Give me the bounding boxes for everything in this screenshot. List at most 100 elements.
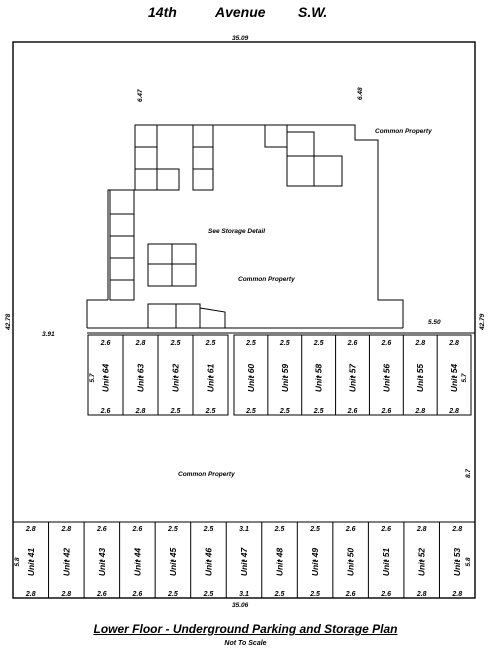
dim-wall-right: 5.50	[428, 319, 441, 326]
stall-top-dim: 2.6	[345, 526, 356, 533]
stall-center-dot: •	[140, 374, 142, 380]
stall-bottom-dim: 2.5	[274, 591, 285, 598]
stall-unit-label: Unit 61	[206, 364, 216, 393]
stall-center-dot: •	[279, 558, 281, 564]
lower-stall-block	[12, 521, 476, 599]
stall-unit-label: Unit 50	[346, 548, 356, 577]
stall-center-dot: •	[456, 558, 458, 564]
stall-unit-label: Unit 51	[381, 548, 391, 577]
stall-unit-label: Unit 63	[136, 364, 146, 393]
stall-bottom-dim: 2.8	[25, 591, 36, 598]
stall-top-dim: 2.5	[203, 526, 214, 533]
stall-center-dot: •	[250, 374, 252, 380]
dim-left: 42.78	[5, 313, 12, 331]
stall-center-dot: •	[352, 374, 354, 380]
stall-bottom-dim: 2.8	[416, 591, 427, 598]
stall-center-dot: •	[284, 374, 286, 380]
storage-room-outline	[86, 299, 108, 328]
stall-unit-label: Unit 52	[417, 548, 427, 577]
stall-unit-label: Unit 44	[132, 548, 142, 577]
street-number: 14th	[148, 4, 177, 20]
stall-center-dot: •	[385, 374, 387, 380]
stall-unit-label: Unit 49	[310, 548, 320, 577]
stall-top-dim: 2.5	[274, 526, 285, 533]
stall-center-dot: •	[137, 558, 139, 564]
plan-title: Lower Floor - Underground Parking and St…	[93, 622, 398, 636]
stall-bottom-dim: 2.6	[132, 591, 143, 598]
street-name: Avenue	[215, 4, 266, 20]
stall-bottom-dim: 2.5	[203, 591, 214, 598]
street-suffix: S.W.	[298, 4, 328, 20]
stall-side-dim: 5.8	[14, 557, 21, 566]
label-storage-detail: See Storage Detail	[208, 228, 265, 235]
stall-top-dim: 2.6	[100, 340, 111, 347]
stall-unit-label: Unit 47	[239, 547, 249, 577]
stall-top-dim: 2.8	[25, 526, 36, 533]
stall-unit-label: Unit 46	[203, 548, 213, 577]
stall-center-dot: •	[208, 558, 210, 564]
stall-bottom-dim: 2.6	[96, 591, 107, 598]
stall-top-dim: 2.8	[414, 340, 425, 347]
stall-bottom-dim: 2.5	[309, 591, 320, 598]
dim-bottom: 35.06	[232, 602, 249, 609]
label-common-property-center: Common Property	[238, 276, 295, 283]
stall-bottom-dim: 2.5	[313, 408, 324, 415]
stall-unit-label: Unit 43	[97, 548, 107, 577]
stall-top-dim: 2.5	[170, 340, 181, 347]
stall-unit-label: Unit 45	[168, 548, 178, 577]
dim-inner-left: 6.47	[137, 89, 144, 102]
stall-bottom-dim: 2.6	[381, 408, 392, 415]
stall-bottom-dim: 2.6	[380, 591, 391, 598]
stall-top-dim: 2.5	[313, 340, 324, 347]
storage-lockers	[109, 124, 343, 329]
stall-center-dot: •	[419, 374, 421, 380]
stall-unit-label: Unit 42	[61, 548, 71, 577]
dim-right: 42.79	[479, 313, 486, 331]
stall-unit-label: Unit 60	[246, 364, 256, 393]
stall-center-dot: •	[350, 558, 352, 564]
dim-top: 35.09	[232, 35, 249, 42]
stall-top-dim: 2.5	[279, 340, 290, 347]
stall-center-dot: •	[175, 374, 177, 380]
stall-center-dot: •	[385, 558, 387, 564]
stall-top-dim: 2.5	[205, 340, 216, 347]
street-label: 14th Avenue S.W.	[0, 4, 491, 22]
stall-bottom-dim: 2.5	[279, 408, 290, 415]
stall-center-dot: •	[105, 374, 107, 380]
stall-top-dim: 2.5	[309, 526, 320, 533]
stall-bottom-dim: 2.5	[170, 408, 181, 415]
stall-top-dim: 2.6	[381, 340, 392, 347]
stall-bottom-dim: 3.1	[239, 591, 249, 598]
stall-center-dot: •	[30, 558, 32, 564]
stall-bottom-dim: 2.5	[245, 408, 256, 415]
stall-center-dot: •	[101, 558, 103, 564]
label-common-property-tr: Common Property	[375, 128, 432, 135]
stall-unit-label: Unit 64	[101, 364, 111, 393]
stall-top-dim: 2.5	[167, 526, 178, 533]
dim-inner-right: 6.48	[357, 87, 364, 100]
stall-bottom-dim: 2.8	[60, 591, 71, 598]
storage-room-outline	[107, 124, 404, 328]
stall-center-dot: •	[314, 558, 316, 564]
stall-top-dim: 3.1	[239, 526, 249, 533]
upper-stall-block	[233, 334, 472, 416]
stall-unit-label: Unit 56	[381, 364, 391, 393]
stall-unit-label: Unit 59	[280, 364, 290, 393]
stall-top-dim: 2.6	[347, 340, 358, 347]
stall-unit-label: Unit 54	[449, 364, 459, 393]
plan-subtitle: Not To Scale	[224, 640, 267, 647]
stall-side-dim: 5.7	[461, 373, 468, 382]
stall-bottom-dim: 2.6	[100, 408, 111, 415]
stall-top-dim: 2.8	[451, 526, 462, 533]
stall-top-dim: 2.6	[96, 526, 107, 533]
stall-bottom-dim: 2.8	[135, 408, 146, 415]
stall-top-dim: 2.5	[245, 340, 256, 347]
stall-top-dim: 2.8	[448, 340, 459, 347]
stall-center-dot: •	[172, 558, 174, 564]
stall-bottom-dim: 2.8	[414, 408, 425, 415]
stall-unit-label: Unit 53	[452, 548, 462, 577]
stall-bottom-dim: 2.5	[205, 408, 216, 415]
stall-center-dot: •	[243, 558, 245, 564]
stall-unit-label: Unit 57	[348, 363, 358, 393]
